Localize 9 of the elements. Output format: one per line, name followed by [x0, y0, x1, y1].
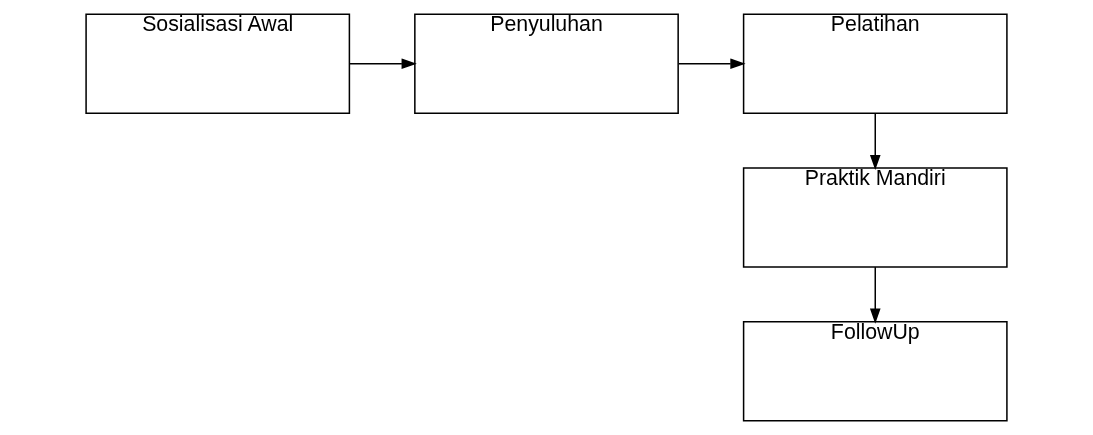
node-box: Sosialisasi Awal — [85, 13, 351, 114]
node-box: Pelatihan — [742, 13, 1008, 114]
node-box: Praktik Mandiri — [742, 167, 1008, 268]
node-box: FollowUp — [742, 321, 1008, 422]
arrow — [869, 112, 881, 171]
arrow — [678, 58, 746, 70]
node-box: Penyuluhan — [414, 13, 679, 114]
arrow — [349, 58, 417, 70]
arrow — [869, 266, 881, 324]
